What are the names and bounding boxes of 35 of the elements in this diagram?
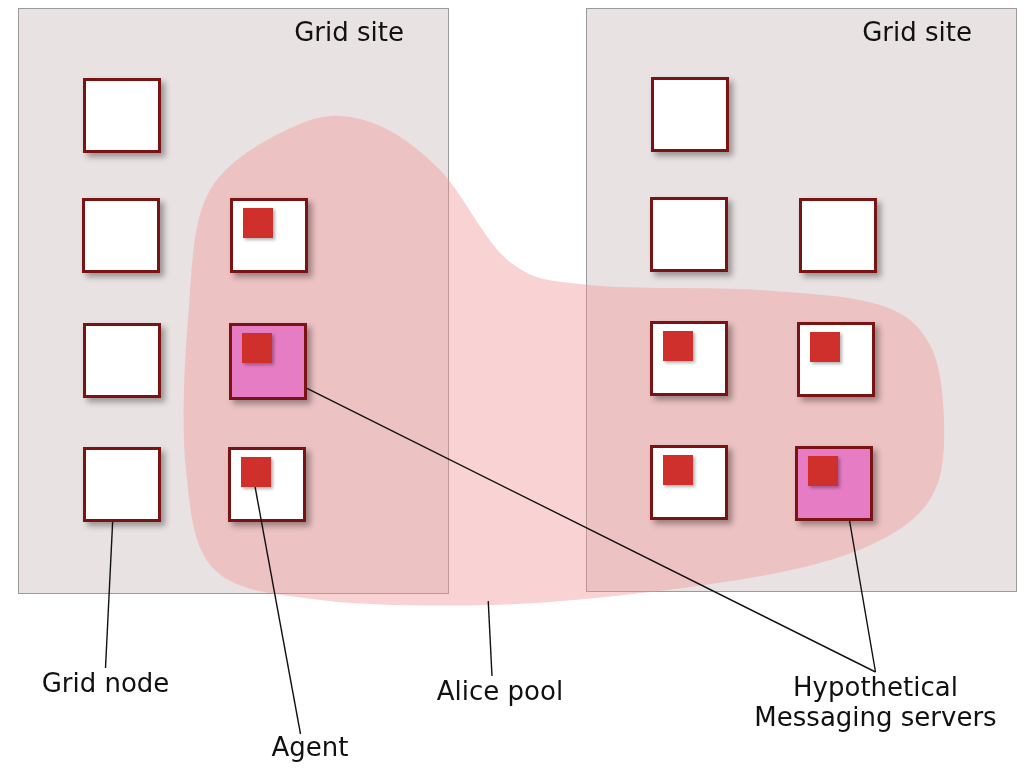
panel-title: Grid site [294, 17, 404, 47]
agent-marker [241, 457, 271, 487]
agent-marker [810, 332, 840, 362]
node-box [650, 445, 728, 520]
callout-label: Agent [215, 732, 405, 770]
agent-marker [808, 456, 838, 486]
leader-line [487, 600, 493, 677]
node-box [83, 323, 161, 398]
site-panel [586, 8, 1017, 592]
node-box [83, 78, 161, 153]
site-panel [18, 8, 449, 594]
panel-title: Grid site [862, 17, 972, 47]
node-box [83, 447, 161, 522]
callout-label: Hypothetical Messaging servers [728, 672, 1023, 756]
node-box [230, 198, 308, 273]
server-box [795, 446, 873, 521]
server-box [229, 323, 307, 400]
node-box [797, 322, 875, 397]
leader-line [254, 486, 302, 735]
agent-marker [243, 208, 273, 238]
agent-marker [242, 333, 272, 363]
leader-line [306, 387, 877, 673]
pool-region [185, 118, 945, 606]
agent-marker [663, 455, 693, 485]
leader-line [848, 520, 877, 673]
agent-marker [663, 331, 693, 361]
node-box [82, 198, 160, 273]
callout-label: Grid node [28, 668, 183, 708]
node-box [650, 321, 728, 396]
node-box [799, 198, 877, 273]
node-box [651, 77, 729, 152]
leader-line [104, 521, 114, 669]
node-box [650, 197, 728, 272]
node-box [228, 447, 306, 522]
callout-label: Alice pool [420, 676, 580, 716]
